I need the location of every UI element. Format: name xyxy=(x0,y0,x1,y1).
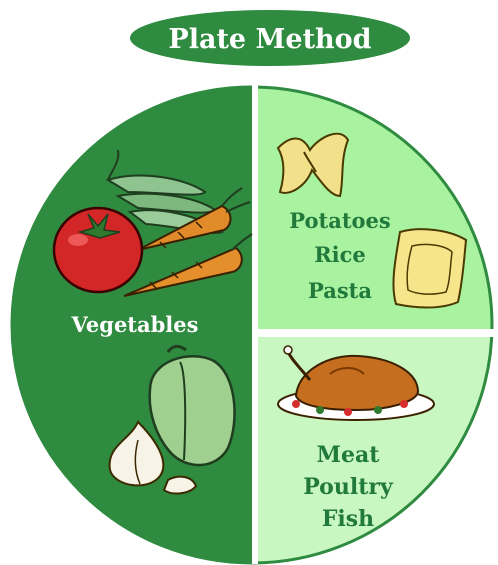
starches-section xyxy=(258,80,498,330)
protein-label-poultry: Poultry xyxy=(303,474,394,500)
tomato-icon xyxy=(54,208,142,292)
vegetables-label: Vegetables xyxy=(71,312,199,337)
ravioli-icon xyxy=(393,229,466,307)
horizontal-divider xyxy=(256,329,496,337)
starch-label-rice: Rice xyxy=(314,242,366,267)
vertical-divider xyxy=(252,84,258,564)
protein-label-meat: Meat xyxy=(317,442,381,468)
page-title: Plate Method xyxy=(168,24,371,55)
title-banner: Plate Method xyxy=(130,10,410,66)
starch-label-pasta: Pasta xyxy=(308,278,372,303)
starch-label-potatoes: Potatoes xyxy=(289,208,390,233)
protein-label-fish: Fish xyxy=(322,506,374,532)
